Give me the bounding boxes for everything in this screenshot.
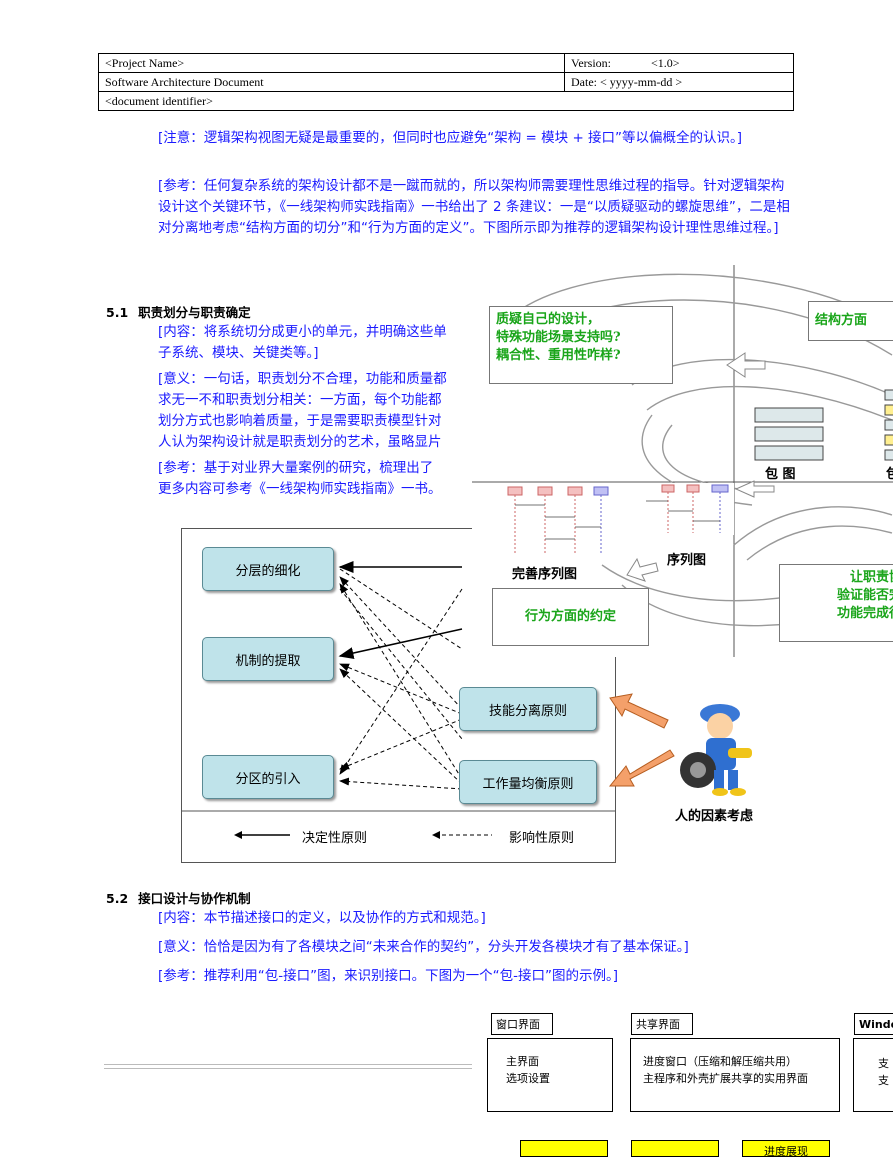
- seq-thumb-right: [638, 483, 734, 535]
- section-5-2-ref: [参考：推荐利用“包-接口”图，来识别接口。下图为一个“包-接口”图的示例。]: [158, 968, 619, 984]
- package-label-cut: 包: [886, 467, 893, 482]
- question-line-2: 特殊功能场景支持吗?: [496, 330, 621, 345]
- refined-seq-label: 完善序列图: [512, 567, 578, 582]
- person-label: 人的因素考虑: [675, 809, 754, 824]
- content-line-1: [内容：将系统切分成更小的单元，并明确这些单: [158, 324, 447, 340]
- box-skill-separation: 技能分离原则: [459, 687, 597, 731]
- legend-solid: 决定性原则: [302, 831, 368, 846]
- footer-rule: [104, 1064, 472, 1069]
- pkg3-line-1: 支: [878, 1057, 889, 1070]
- spiral-diagram: 质疑自己的设计， 特殊功能场景支持吗? 耦合性、重用性咋样? 结构方面 包 图 …: [472, 265, 893, 657]
- tab-windows: Windo: [854, 1013, 893, 1035]
- box-mechanism: 机制的提取: [202, 637, 334, 681]
- pkg1-line-1: 主界面: [506, 1055, 539, 1068]
- doc-id: <document identifier>: [98, 91, 794, 111]
- section-number: 5.1: [106, 305, 129, 320]
- package-windows: 支 支: [853, 1038, 893, 1112]
- ref-line-2: 更多内容可参考《一线架构师实践指南》一书。: [158, 481, 442, 497]
- interface-box-1: [520, 1140, 608, 1157]
- legend-dashed: 影响性原则: [509, 831, 575, 846]
- version-cell: Version: <1.0>: [564, 53, 794, 73]
- pkg2-line-1: 进度窗口（压缩和解压缩共用）: [643, 1055, 797, 1068]
- section-5-1-heading: 5.1 职责划分与职责确定: [106, 302, 251, 321]
- right-line-1: 让职责协: [849, 570, 893, 585]
- interface-box-3: 进度展现: [742, 1140, 830, 1158]
- package-shared-ui: 进度窗口（压缩和解压缩共用） 主程序和外壳扩展共享的实用界面: [630, 1038, 840, 1112]
- mechanic-icon: [680, 704, 752, 796]
- meaning-line-3: 划分方式也影响着质量，于是需要职责模型针对: [158, 413, 442, 429]
- behavior-box: 行为方面的约定: [492, 588, 649, 646]
- right-line-3: 功能完成得: [836, 606, 893, 621]
- pkg3-line-2: 支: [878, 1074, 889, 1087]
- pkg2-line-2: 主程序和外壳扩展共享的实用界面: [643, 1072, 808, 1085]
- meaning-line-1: [意义：一句话，职责划分不合理，功能和质量都: [158, 371, 447, 387]
- section-5-1-body: [内容：将系统切分成更小的单元，并明确这些单 子系统、模块、关键类等。] [意义…: [158, 322, 478, 500]
- interface-box-2: [631, 1140, 719, 1157]
- version-value: <1.0>: [651, 56, 680, 70]
- orange-arrows: [608, 693, 675, 787]
- section-number: 5.2: [106, 891, 129, 906]
- seq-label: 序列图: [667, 553, 707, 568]
- header-table: <Project Name> Version: <1.0> Software Ar…: [98, 53, 794, 111]
- box-partition: 分区的引入: [202, 755, 334, 799]
- date-cell: Date: < yyyy-mm-dd >: [564, 72, 794, 92]
- right-box: 让职责协 验证能否完 功能完成得: [779, 564, 893, 642]
- section-5-2-content: [内容：本节描述接口的定义，以及协作的方式和规范。]: [158, 910, 486, 926]
- content-line-2: 子系统、模块、关键类等。]: [158, 345, 319, 361]
- meaning-line-4: 人认为架构设计就是职责划分的艺术，虽略显片: [158, 434, 442, 450]
- box-workload-balance: 工作量均衡原则: [459, 760, 597, 804]
- doc-title: Software Architecture Document: [98, 72, 565, 92]
- package-label: 包 图: [765, 467, 796, 482]
- section-title: 接口设计与协作机制: [138, 891, 251, 906]
- right-line-2: 验证能否完: [836, 588, 893, 603]
- spiral-lines: [472, 265, 893, 657]
- section-title: 职责划分与职责确定: [138, 305, 251, 320]
- section-5-2-heading: 5.2 接口设计与协作机制: [106, 888, 251, 907]
- date-label: Date:: [571, 75, 600, 89]
- box-layer-refine: 分层的细化: [202, 547, 334, 591]
- section-5-2-meaning: [意义：恰恰是因为有了各模块之间“未来合作的契约”，分头开发各模块才有了基本保证…: [158, 939, 689, 955]
- ref-line-1: [参考：基于对业界大量案例的研究，梳理出了: [158, 460, 434, 476]
- intro-ref: [参考：任何复杂系统的架构设计都不是一蹴而就的，所以架构师需要理性思维过程的指导…: [158, 178, 790, 236]
- question-line-3: 耦合性、重用性咋样?: [496, 348, 621, 363]
- seq-thumb-left: [498, 486, 610, 553]
- structure-box: 结构方面: [808, 301, 893, 341]
- question-box: 质疑自己的设计， 特殊功能场景支持吗? 耦合性、重用性咋样?: [489, 306, 673, 384]
- principles-arrows: [182, 561, 615, 839]
- tab-shared-ui: 共享界面: [631, 1013, 693, 1035]
- project-name: <Project Name>: [98, 53, 565, 73]
- package-window-ui: 主界面 选项设置: [487, 1038, 613, 1112]
- question-line-1: 质疑自己的设计，: [496, 312, 601, 327]
- date-value: < yyyy-mm-dd >: [600, 75, 683, 89]
- intro-note: [注意：逻辑架构视图无疑是最重要的，但同时也应避免“架构 = 模块 + 接口”等…: [158, 130, 743, 146]
- tab-window-ui: 窗口界面: [491, 1013, 553, 1035]
- meaning-line-2: 求无一不和职责划分相关：一方面，每个功能都: [158, 392, 442, 408]
- version-label: Version:: [571, 56, 611, 70]
- pkg1-line-2: 选项设置: [506, 1072, 550, 1085]
